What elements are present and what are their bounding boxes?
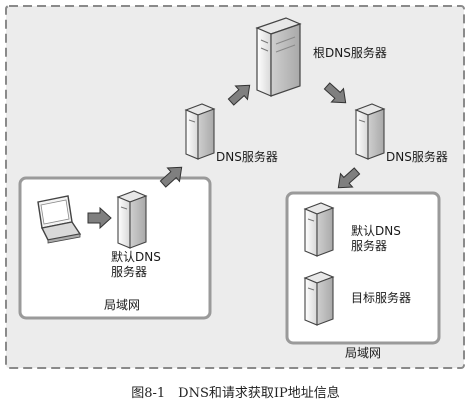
default-dns-right-label: 默认DNS服务器 [351,224,401,253]
arrow-root-to-dns-right [323,82,347,104]
lan-left-label: 局域网 [104,298,141,312]
laptop-icon [37,195,82,244]
arrow-default-dns-to-dns-left [159,166,183,188]
dns-server-left-icon [184,103,216,160]
root-dns-server-icon [255,17,302,97]
dns-server-left-label: DNS服务器 [216,150,278,164]
arrow-laptop-to-default-dns [87,206,112,230]
default-dns-right-server-icon [303,202,335,257]
lan-right-label: 局域网 [345,346,382,360]
lan-left-box [18,176,212,320]
figure-caption: 图8-1 DNS和请求获取IP地址信息 [131,386,340,401]
dns-server-right-label: DNS服务器 [386,150,448,164]
default-dns-left-label: 默认DNS服务器 [111,250,161,279]
root-dns-label: 根DNS服务器 [313,46,387,60]
arrow-dns-left-to-root [227,84,251,106]
target-server-icon [303,271,335,326]
target-server-label: 目标服务器 [351,291,412,305]
default-dns-left-server-icon [116,190,148,249]
dns-server-right-icon [354,103,386,160]
arrow-dns-right-to-default-dns [337,167,361,189]
